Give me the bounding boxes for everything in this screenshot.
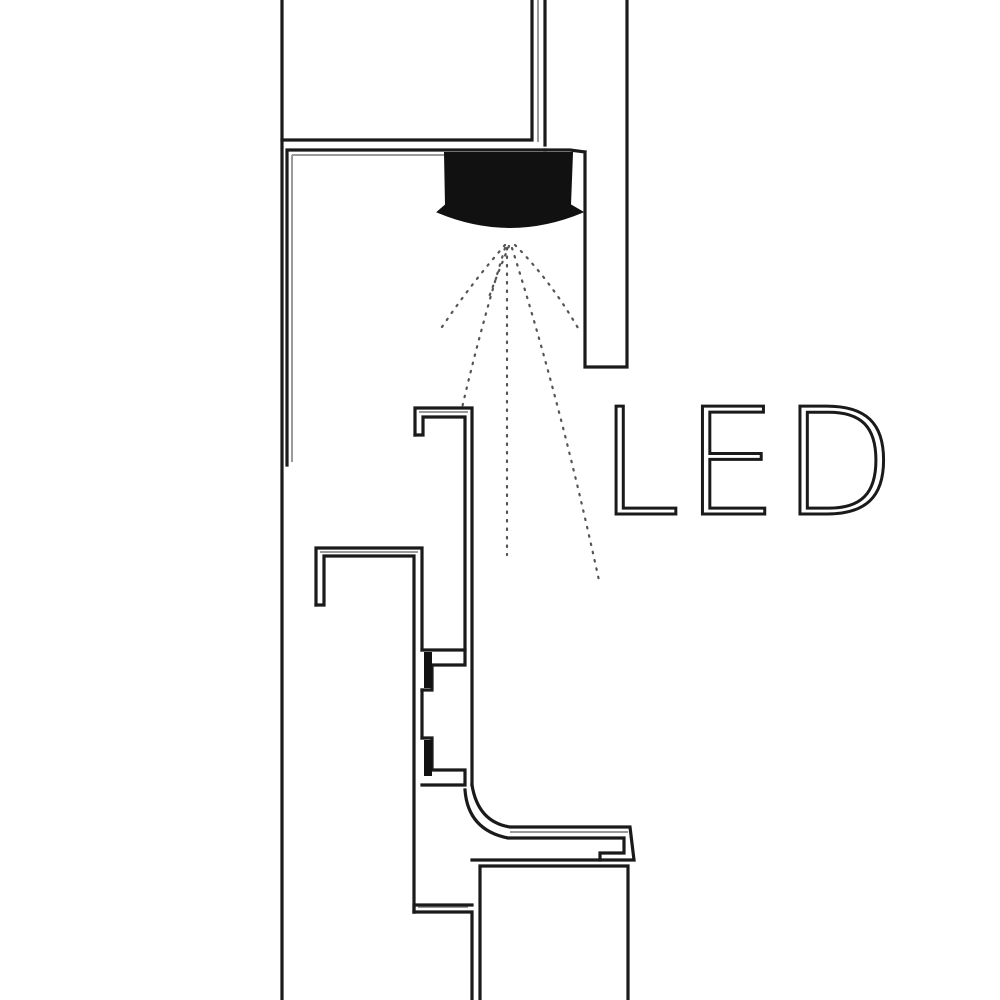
lower-left-hook [314, 546, 424, 914]
light-beams [438, 243, 602, 587]
upper-right-profile [583, 0, 629, 369]
bottom-shelf [463, 783, 636, 862]
connector-clip [420, 648, 467, 787]
led-lens [436, 152, 585, 228]
upper-panel [280, 0, 547, 147]
led-label: LED [598, 377, 900, 549]
lower-panel [412, 858, 630, 1000]
lower-top-hook [413, 406, 474, 787]
